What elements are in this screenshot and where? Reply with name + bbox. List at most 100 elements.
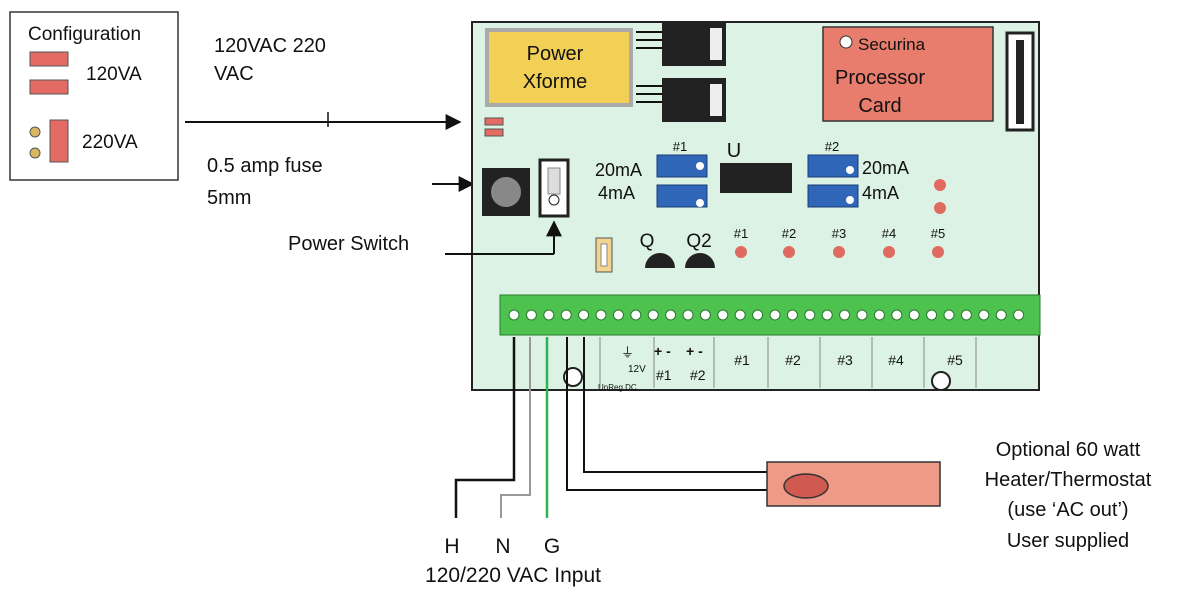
wire-heater-a bbox=[566, 337, 772, 491]
dc1-polarity: + - bbox=[654, 343, 671, 359]
terminal-screw bbox=[525, 309, 537, 321]
terminal-screw bbox=[647, 309, 659, 321]
status-led bbox=[833, 246, 845, 258]
terminal-screw bbox=[839, 309, 851, 321]
configuration-title: Configuration bbox=[28, 24, 141, 45]
power-switch-dot bbox=[548, 194, 560, 206]
dc2-label: #2 bbox=[690, 367, 706, 383]
relay-terminal-label: #4 bbox=[888, 352, 904, 368]
terminal-screw bbox=[786, 309, 798, 321]
ch2-4ma-pin bbox=[846, 196, 854, 204]
status-led bbox=[735, 246, 747, 258]
terminal-screw bbox=[699, 309, 711, 321]
heater-label-line4: User supplied bbox=[1007, 530, 1129, 552]
config-option-120: 120VA bbox=[86, 64, 142, 85]
terminal-screw bbox=[856, 309, 868, 321]
terminal-holes bbox=[508, 309, 1025, 321]
led-label: #4 bbox=[882, 226, 896, 241]
status-led bbox=[932, 246, 944, 258]
side-led-top bbox=[934, 179, 946, 191]
ch1-20ma-label: 20mA bbox=[595, 160, 642, 180]
fuse-cap bbox=[491, 177, 521, 207]
fuse-label-line1: 0.5 amp fuse bbox=[207, 155, 323, 177]
relay-terminal-label: #3 bbox=[837, 352, 853, 368]
mounting-hole-right bbox=[931, 371, 951, 391]
transformer-label-line1: Power bbox=[527, 43, 584, 65]
dc1-label: #1 bbox=[656, 367, 672, 383]
terminal-screw bbox=[612, 309, 624, 321]
led-label: #3 bbox=[832, 226, 846, 241]
ch1-4ma-pin bbox=[696, 199, 704, 207]
circuit-board: Power Xforme Securina Processor Card bbox=[471, 21, 1041, 392]
terminal-screw bbox=[665, 309, 677, 321]
terminal-dividers bbox=[599, 337, 977, 388]
terminal-screw bbox=[630, 309, 642, 321]
terminal-screw bbox=[1013, 309, 1025, 321]
q2-label: Q2 bbox=[686, 231, 711, 252]
input-voltage-label-line2: VAC bbox=[214, 63, 254, 85]
led-label: #5 bbox=[931, 226, 945, 241]
config-option-220: 220VA bbox=[82, 132, 138, 153]
relay-terminal-label: #2 bbox=[785, 352, 801, 368]
heater-thermostat bbox=[783, 473, 829, 499]
securing-label: Securina bbox=[858, 35, 926, 54]
ch2-20ma-label: 20mA bbox=[862, 158, 909, 178]
terminal-screw bbox=[578, 309, 590, 321]
wire-heater-b bbox=[583, 337, 772, 473]
processor-label-line1: Processor bbox=[835, 67, 925, 89]
ground-symbol: ⏚ bbox=[621, 345, 634, 360]
regulator-top bbox=[636, 22, 726, 66]
ch2-20ma-pin bbox=[846, 166, 854, 174]
input-voltage-label-line1: 120VAC 220 bbox=[214, 35, 326, 57]
terminal-screw bbox=[543, 309, 555, 321]
led-label: #1 bbox=[734, 226, 748, 241]
relay-terminal-label: #5 bbox=[947, 352, 963, 368]
power-switch-lever bbox=[547, 167, 561, 195]
config-pad-220 bbox=[49, 119, 69, 163]
terminal-screw bbox=[960, 309, 972, 321]
status-led bbox=[883, 246, 895, 258]
terminal-screw bbox=[560, 309, 572, 321]
securing-hole bbox=[839, 35, 853, 49]
ch2-4ma-jumper bbox=[807, 184, 859, 208]
q1-label: Q bbox=[640, 231, 655, 252]
terminal-screw bbox=[978, 309, 990, 321]
processor-label-line2: Card bbox=[858, 95, 901, 117]
terminal-screw bbox=[926, 309, 938, 321]
config-pad-120-top bbox=[29, 51, 69, 67]
terminal-screw bbox=[717, 309, 729, 321]
wire-neutral bbox=[500, 337, 531, 518]
label-unreg-dc: UnReg DC bbox=[598, 383, 637, 392]
chip-u bbox=[720, 163, 792, 193]
dc2-polarity: + - bbox=[686, 343, 703, 359]
relay-terminal-label: #1 bbox=[734, 352, 750, 368]
ch1-tag: #1 bbox=[673, 139, 687, 154]
card-slot-inner bbox=[1016, 40, 1024, 124]
led-label: #2 bbox=[782, 226, 796, 241]
config-pad-120-bottom bbox=[29, 79, 69, 95]
relay-labels: #1 #2 #3 #4 #5 bbox=[734, 352, 963, 368]
label-12v: 12V bbox=[628, 364, 646, 375]
ch1-4ma-label: 4mA bbox=[598, 183, 635, 203]
terminal-screw bbox=[943, 309, 955, 321]
power-switch-label: Power Switch bbox=[288, 233, 409, 255]
terminal-screw bbox=[873, 309, 885, 321]
fuse-pad-top bbox=[484, 117, 504, 126]
terminal-screw bbox=[804, 309, 816, 321]
wire-label-n: N bbox=[495, 535, 510, 558]
ch2-20ma-jumper bbox=[807, 154, 859, 178]
config-dot-top bbox=[29, 126, 41, 138]
ch1-4ma-jumper bbox=[656, 184, 708, 208]
ch1-20ma-jumper bbox=[656, 154, 708, 178]
wire-label-h: H bbox=[444, 535, 459, 558]
terminal-screw bbox=[595, 309, 607, 321]
fuse-label-line2: 5mm bbox=[207, 187, 251, 209]
power-transformer bbox=[485, 28, 633, 107]
input-caption: 120/220 VAC Input bbox=[425, 564, 601, 587]
terminal-screw bbox=[682, 309, 694, 321]
wire-hot bbox=[454, 337, 516, 518]
transistor-q1 bbox=[645, 253, 675, 268]
heater-label-line2: Heater/Thermostat bbox=[985, 469, 1152, 491]
terminal-screw bbox=[508, 309, 520, 321]
